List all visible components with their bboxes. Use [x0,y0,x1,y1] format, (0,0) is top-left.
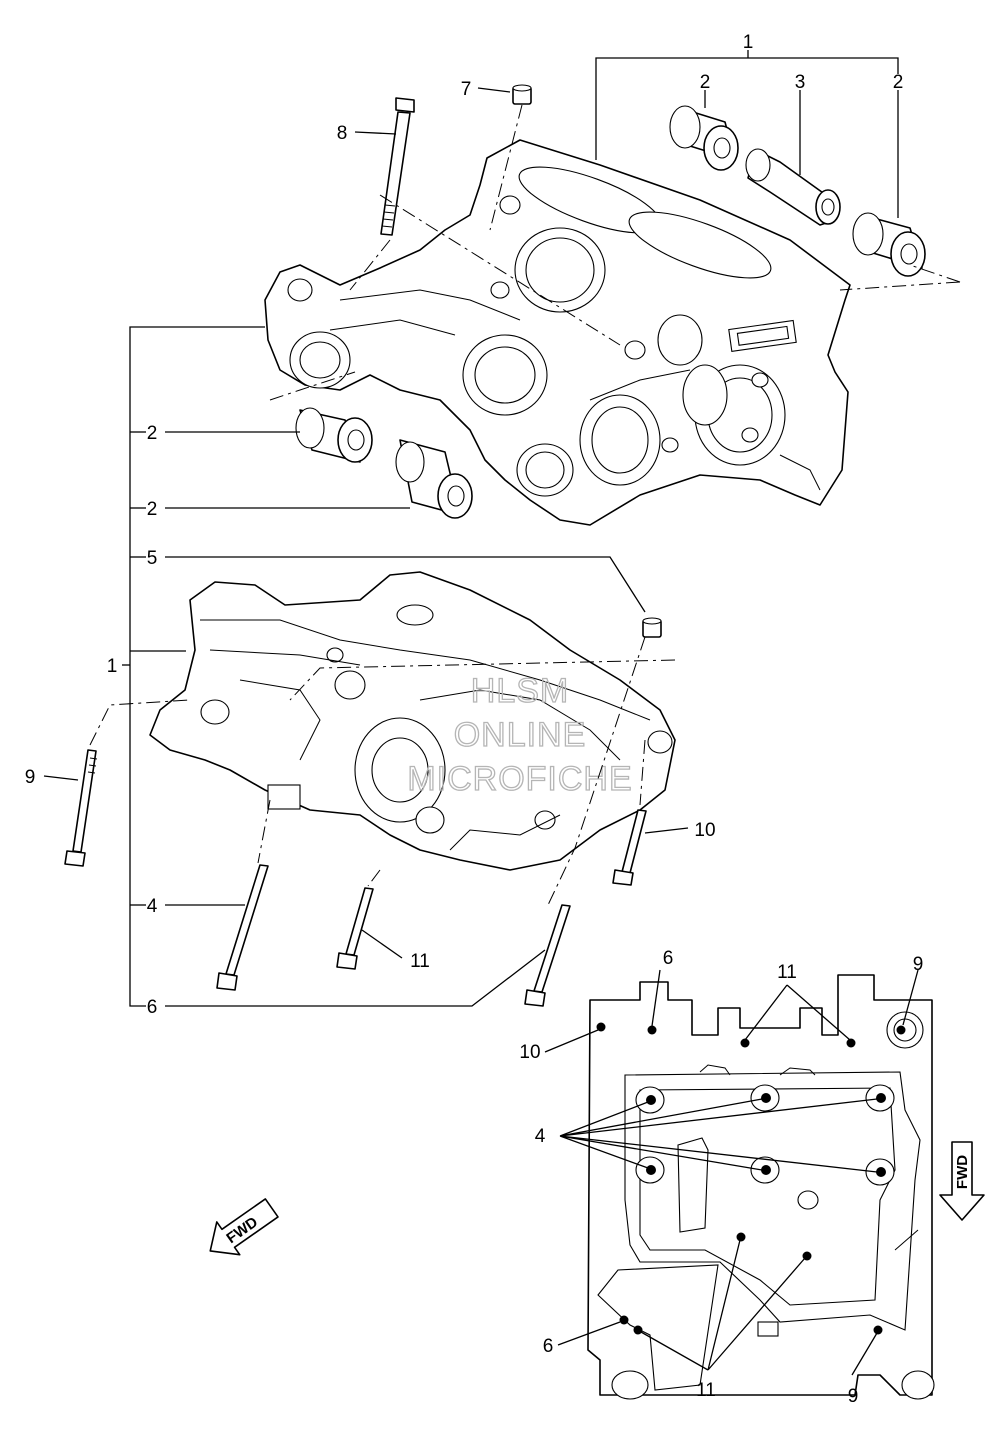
detail-label-11-bottom: 11 [696,1380,716,1401]
bolt-4-long [216,864,269,991]
callout-1-left: 1 [107,656,118,677]
svg-text:MICROFICHE: MICROFICHE [407,760,632,798]
lower-crankcase [149,571,676,871]
group-brackets [122,50,899,1007]
svg-text:FWD: FWD [954,1155,971,1189]
callout-11: 11 [410,951,430,972]
callout-7: 7 [461,79,472,100]
callout-8: 8 [337,123,348,144]
callout-2-top-left: 2 [700,72,711,93]
callout-6: 6 [147,997,158,1018]
fwd-arrow-right: FWD [939,1141,985,1221]
callout-3-top: 3 [795,72,806,93]
damper-top-left [669,105,739,171]
callout-9: 9 [25,767,36,788]
damper-mid-upper [295,407,373,463]
watermark: HLSM ONLINE MICROFICHE [407,671,633,798]
detail-label-10: 10 [519,1042,540,1063]
fwd-arrow-left: FWD [209,1198,279,1256]
upper-crankcase [264,139,851,526]
callout-2-mid-upper: 2 [147,423,158,444]
collar-top [745,148,841,226]
detail-label-9-top: 9 [913,954,924,975]
bolt-11-short [336,887,374,970]
bolt-upper [380,97,415,236]
svg-text:ONLINE: ONLINE [454,716,587,754]
callouts: 1 2 3 2 7 8 2 2 5 1 9 10 4 11 6 [25,32,904,1018]
callout-10: 10 [694,820,715,841]
damper-mid-lower [395,439,473,519]
bolt-pattern-detail: 6 11 9 10 4 6 11 9 [519,948,935,1407]
detail-label-6-bottom: 6 [543,1336,554,1357]
detail-label-6-top: 6 [663,948,674,969]
callout-5: 5 [147,548,158,569]
detail-label-4: 4 [535,1126,546,1147]
detail-label-9-bottom: 9 [848,1386,859,1407]
leader-lines [43,87,689,1007]
damper-top-right [852,212,926,277]
callout-2-mid-lower: 2 [147,499,158,520]
svg-text:HLSM: HLSM [471,672,569,710]
bolt-6-bottom [524,904,571,1007]
callout-4: 4 [147,896,158,917]
bolt-9-left [64,749,98,867]
callout-1-top: 1 [743,32,754,53]
dashed-assembly-lines [89,104,961,906]
detail-label-11-top: 11 [777,962,797,983]
callout-2-top-right: 2 [893,72,904,93]
bolt-10-right [612,809,647,886]
